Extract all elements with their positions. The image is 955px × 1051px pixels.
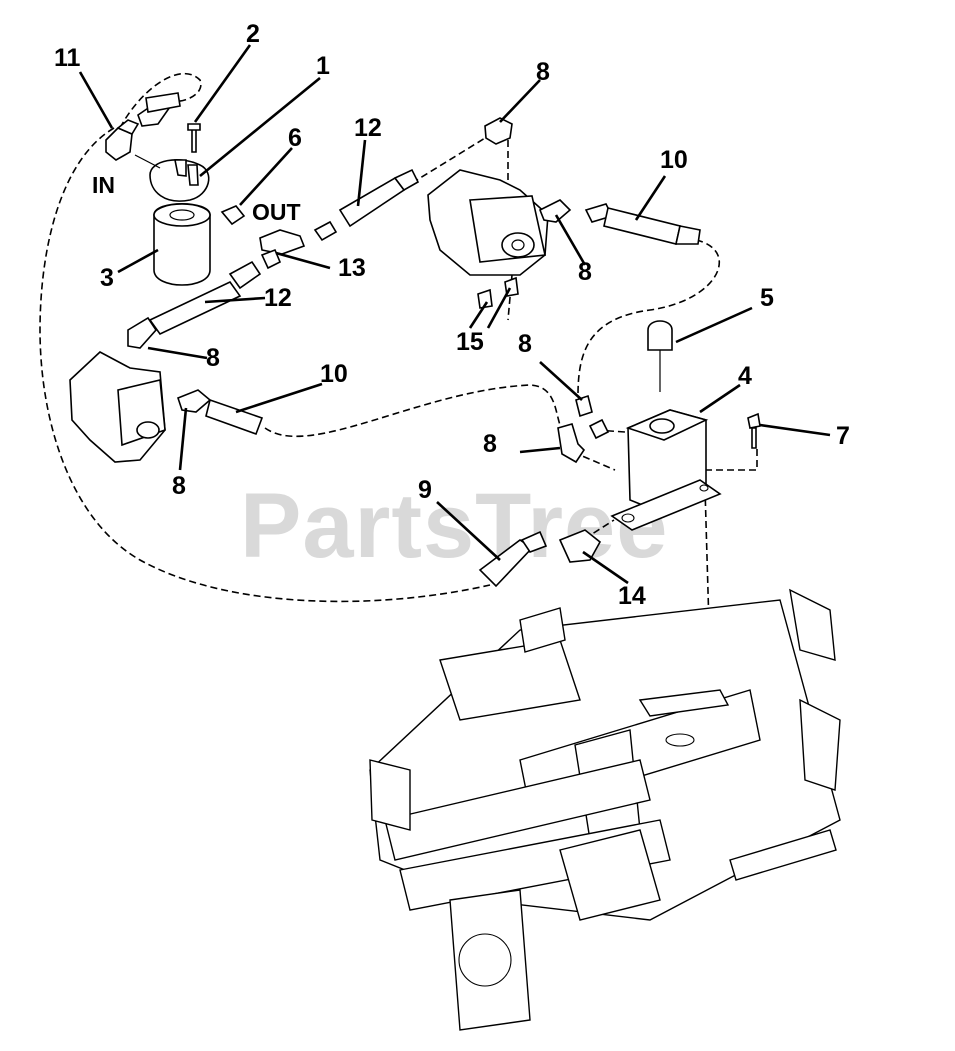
hose-10-upper: [603, 207, 681, 245]
fitting-6: [220, 205, 246, 226]
callout-8-top: 8: [536, 58, 550, 86]
callout-11: 11: [54, 44, 81, 72]
inlet-label: IN: [92, 172, 115, 198]
callout-8-reservoir-top: 8: [518, 330, 532, 358]
callout-3: 3: [100, 264, 114, 292]
callout-12-upper: 12: [354, 114, 382, 142]
leader-lines: [78, 44, 831, 585]
outlet-fittings: [220, 117, 513, 270]
hose-10-lower: [205, 398, 264, 436]
callout-6: 6: [288, 124, 302, 152]
callout-14: 14: [618, 582, 646, 610]
callout-15: 15: [456, 328, 484, 356]
elbow-8-lower-left: [177, 389, 212, 413]
elbow-8-left: [127, 316, 158, 349]
callout-4: 4: [738, 362, 752, 390]
elbow-8-right: [538, 199, 572, 223]
fitting-8-reservoir-a: [575, 394, 593, 418]
hose-lines: [39, 72, 758, 741]
callout-5: 5: [760, 284, 774, 312]
tractor-frame: [369, 588, 841, 1031]
elbow-14: [558, 529, 602, 563]
callout-10-upper: 10: [660, 146, 688, 174]
callout-10-lower: 10: [320, 360, 348, 388]
hose-12-lower: [148, 280, 242, 336]
callout-7: 7: [836, 422, 850, 450]
reservoir-group: [478, 320, 761, 588]
callout-13: 13: [338, 254, 366, 282]
callout-1: 1: [316, 52, 330, 80]
screw-7: [747, 412, 761, 429]
callout-numbers: 11 2 1 6 12 8 10 3 13 12 8 5 15 8 8 10 4…: [54, 20, 850, 610]
reservoir-bracket: [610, 479, 722, 531]
callout-12-lower: 12: [264, 284, 292, 312]
callout-8-lower-left: 8: [172, 472, 186, 500]
fitting-15a: [477, 288, 493, 309]
callout-2: 2: [246, 20, 260, 48]
right-pump-group: [427, 169, 701, 309]
elbow-8-top: [484, 117, 513, 145]
tee-fitting-13: [259, 229, 306, 255]
screw-2: [191, 127, 197, 153]
callout-8-left-pump: 8: [206, 344, 220, 372]
filter-assembly: [105, 92, 211, 286]
hose-12-upper: [338, 176, 406, 228]
callout-8-reservoir-side: 8: [483, 430, 497, 458]
reservoir-cap-5: [647, 320, 673, 351]
tee-fitting-8-reservoir: [557, 423, 586, 464]
callout-9: 9: [418, 476, 432, 504]
callout-8-right-pump: 8: [578, 258, 592, 286]
left-pump-group: [69, 260, 264, 463]
outlet-label: OUT: [252, 199, 301, 225]
